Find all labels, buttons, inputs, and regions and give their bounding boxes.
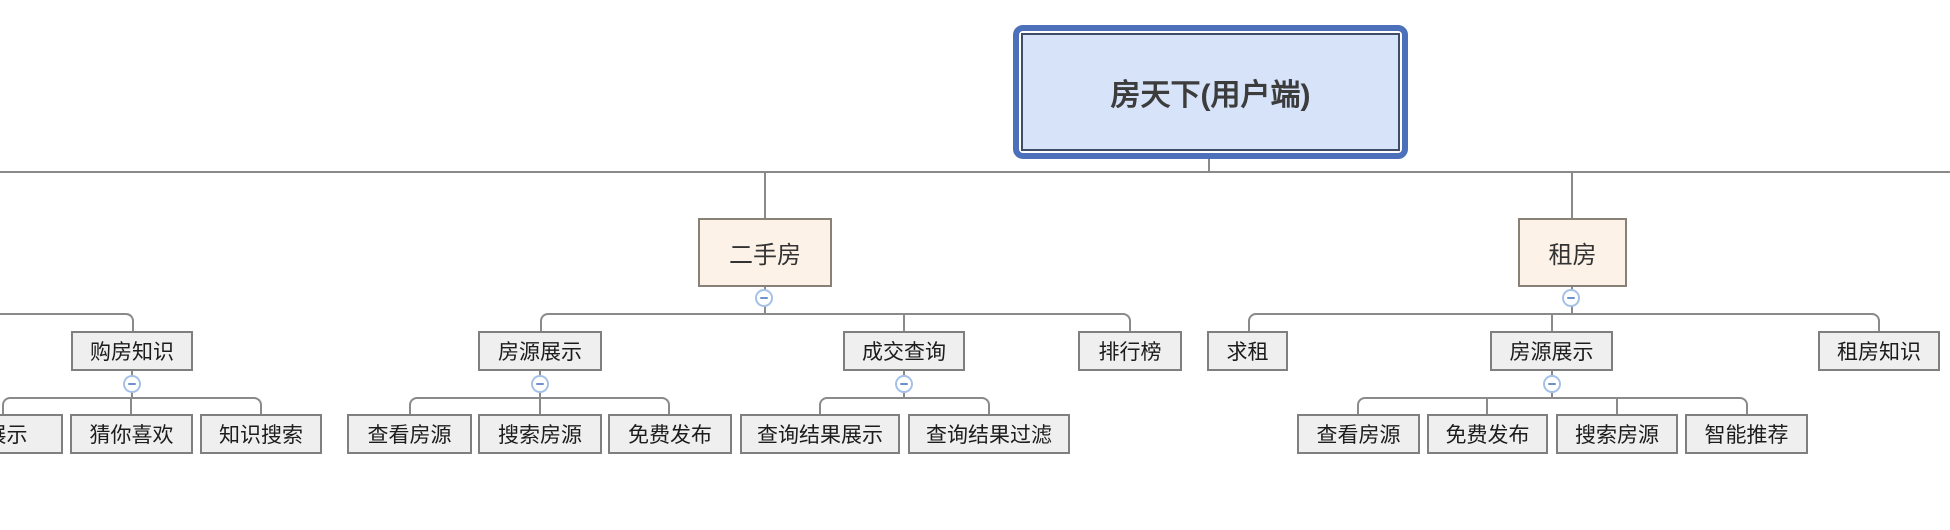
- node-label: 租房知识: [1837, 341, 1921, 364]
- node-deal-query[interactable]: 成交查询: [843, 331, 965, 371]
- node-label: 搜索房源: [498, 424, 582, 447]
- node-label: 免费发布: [628, 424, 712, 447]
- minus-glyph: [1567, 297, 1575, 299]
- connector-child-stub: [1486, 397, 1488, 414]
- connector-child-stub: [130, 397, 132, 414]
- node-label: 查看房源: [367, 424, 452, 447]
- connector-level3-bracket-listing-renting: [1357, 397, 1748, 414]
- leaf-knowledge-search[interactable]: 知识搜索: [200, 414, 322, 454]
- node-label: 免费发布: [1445, 424, 1530, 447]
- node-label: 猜你喜欢: [89, 424, 174, 447]
- node-label: 智能推荐: [1704, 424, 1789, 447]
- minus-glyph: [536, 383, 544, 385]
- connector-level2-bracket-offscreen: [0, 313, 134, 332]
- leaf-guess-you-like[interactable]: 猜你喜欢: [70, 414, 193, 454]
- node-label: 排行榜: [1098, 341, 1162, 364]
- leaf-search-listings[interactable]: 搜索房源: [478, 414, 602, 454]
- connector-child-stub: [1551, 313, 1553, 332]
- connector-branch-stub: [764, 172, 766, 218]
- connector-level2-bracket-renting: [1248, 313, 1880, 332]
- connector-level3-bracket-dealquery: [819, 397, 990, 414]
- collapse-icon[interactable]: [1562, 289, 1580, 307]
- leaf-query-result-filter[interactable]: 查询结果过滤: [908, 414, 1070, 454]
- node-label: 搜索房源: [1575, 424, 1659, 447]
- node-label: 查询结果展示: [757, 424, 883, 447]
- leaf-display-truncated[interactable]: 展示: [0, 414, 63, 454]
- leaf-view-listings-renting[interactable]: 查看房源: [1297, 414, 1420, 454]
- leaf-free-post[interactable]: 免费发布: [608, 414, 732, 454]
- node-label: 求租: [1226, 341, 1269, 364]
- node-label: 展示: [0, 424, 28, 447]
- node-ranking[interactable]: 排行榜: [1078, 331, 1182, 371]
- collapse-icon[interactable]: [755, 289, 773, 307]
- node-seek-rent[interactable]: 求租: [1207, 331, 1288, 371]
- leaf-free-post-renting[interactable]: 免费发布: [1427, 414, 1548, 454]
- root-node-label: 房天下(用户端): [1021, 33, 1400, 151]
- collapse-icon[interactable]: [895, 375, 913, 393]
- leaf-smart-recommend[interactable]: 智能推荐: [1685, 414, 1808, 454]
- connector-root-stub: [1208, 159, 1210, 172]
- node-label: 查询结果过滤: [926, 424, 1052, 447]
- node-label: 房源展示: [498, 341, 582, 364]
- leaf-query-result-display[interactable]: 查询结果展示: [740, 414, 900, 454]
- branch-renting[interactable]: 租房: [1518, 218, 1627, 287]
- leaf-view-listings[interactable]: 查看房源: [347, 414, 472, 454]
- node-label: 知识搜索: [219, 424, 303, 447]
- minus-glyph: [128, 383, 136, 385]
- node-rent-knowledge[interactable]: 租房知识: [1818, 331, 1940, 371]
- branch-second-hand-house[interactable]: 二手房: [698, 218, 832, 287]
- connector-branch-stub: [1571, 172, 1573, 219]
- minus-glyph: [900, 383, 908, 385]
- connector-child-stub: [903, 313, 905, 332]
- connector-level1-line: [0, 171, 1950, 173]
- branch-label: 租房: [1548, 242, 1597, 269]
- connector-child-stub: [1616, 397, 1618, 414]
- node-listing-display-secondhand[interactable]: 房源展示: [478, 331, 602, 371]
- minus-glyph: [1548, 383, 1556, 385]
- collapse-icon[interactable]: [123, 375, 141, 393]
- connector-child-stub: [539, 397, 541, 414]
- node-purchase-knowledge[interactable]: 购房知识: [71, 331, 193, 371]
- node-label: 房源展示: [1509, 341, 1594, 364]
- connector-level2-bracket-secondhand: [540, 313, 1131, 332]
- branch-label: 二手房: [729, 242, 801, 269]
- node-listing-display-renting[interactable]: 房源展示: [1490, 331, 1613, 371]
- node-label: 购房知识: [90, 341, 174, 364]
- collapse-icon[interactable]: [531, 375, 549, 393]
- node-label: 成交查询: [862, 341, 946, 364]
- minus-glyph: [760, 297, 768, 299]
- connector-level3-bracket-knowledge: [2, 397, 262, 414]
- node-label: 查看房源: [1316, 424, 1401, 447]
- root-node[interactable]: 房天下(用户端): [1013, 25, 1408, 159]
- leaf-search-listings-renting[interactable]: 搜索房源: [1556, 414, 1678, 454]
- collapse-icon[interactable]: [1543, 375, 1561, 393]
